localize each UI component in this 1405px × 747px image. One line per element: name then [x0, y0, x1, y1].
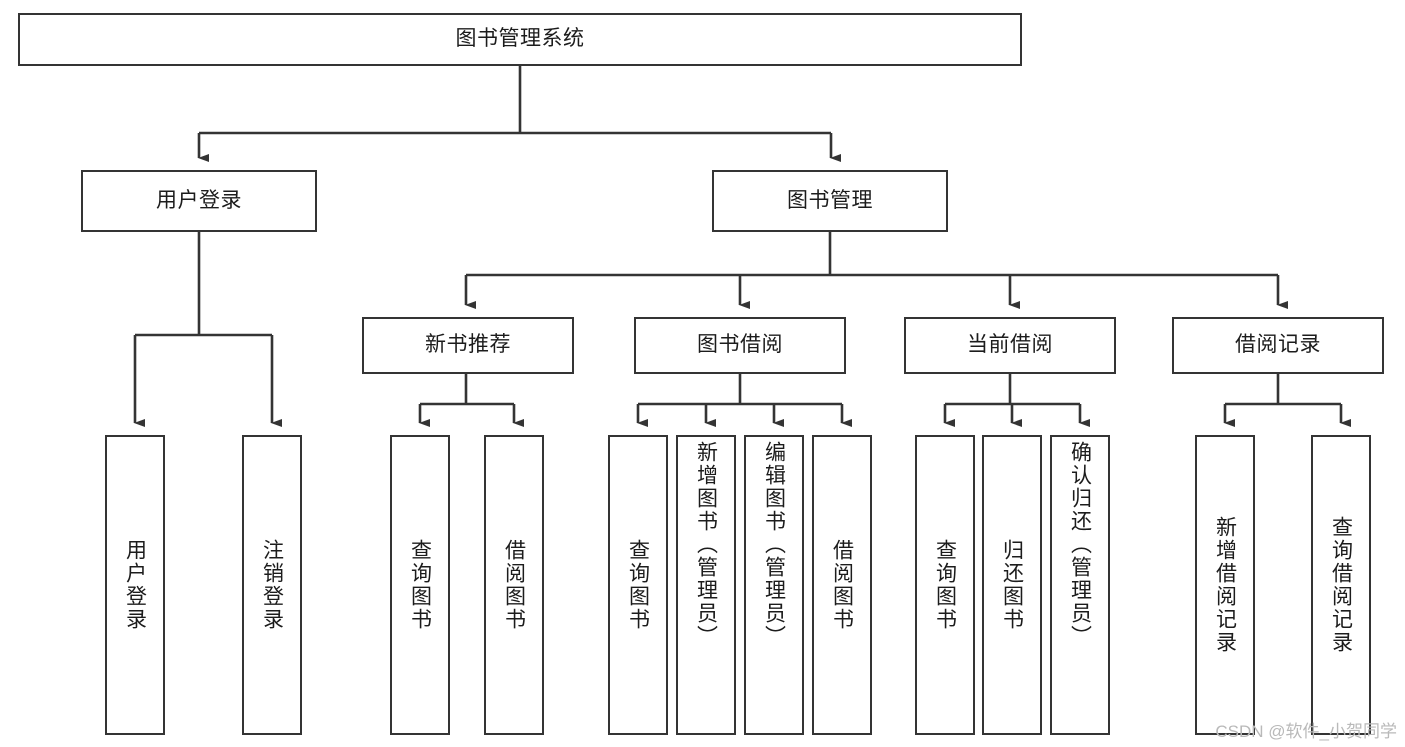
node-label: 借阅记录 — [1235, 333, 1321, 357]
node-label: 编辑图书（管理员） — [762, 441, 786, 648]
leaf-borrow-book-2[interactable]: 借阅图书 — [812, 435, 872, 735]
node-label: 查询图书 — [408, 539, 432, 631]
node-new-book-recommend[interactable]: 新书推荐 — [362, 317, 574, 374]
leaf-query-book-3[interactable]: 查询图书 — [915, 435, 975, 735]
node-label: 确认归还（管理员） — [1068, 441, 1092, 648]
node-label: 查询图书 — [933, 539, 957, 631]
node-borrow-record[interactable]: 借阅记录 — [1172, 317, 1384, 374]
node-label: 查询借阅记录 — [1329, 516, 1353, 654]
node-book-borrow[interactable]: 图书借阅 — [634, 317, 846, 374]
leaf-query-record[interactable]: 查询借阅记录 — [1311, 435, 1371, 735]
node-label: 归还图书 — [1000, 539, 1024, 631]
node-label: 图书借阅 — [697, 333, 783, 357]
node-label: 注销登录 — [260, 539, 284, 631]
leaf-edit-book[interactable]: 编辑图书（管理员） — [744, 435, 804, 735]
leaf-add-book[interactable]: 新增图书（管理员） — [676, 435, 736, 735]
node-label: 用户登录 — [123, 539, 147, 631]
leaf-query-book-1[interactable]: 查询图书 — [390, 435, 450, 735]
leaf-borrow-book-1[interactable]: 借阅图书 — [484, 435, 544, 735]
node-label: 图书管理 — [787, 188, 873, 212]
node-root-system[interactable]: 图书管理系统 — [18, 13, 1022, 66]
leaf-confirm-return[interactable]: 确认归还（管理员） — [1050, 435, 1110, 735]
leaf-user-login[interactable]: 用户登录 — [105, 435, 165, 735]
node-label: 新增图书（管理员） — [694, 441, 718, 648]
node-label: 图书管理系统 — [455, 27, 585, 51]
leaf-add-record[interactable]: 新增借阅记录 — [1195, 435, 1255, 735]
node-current-borrow[interactable]: 当前借阅 — [904, 317, 1116, 374]
node-label: 新增借阅记录 — [1213, 516, 1237, 654]
node-book-management[interactable]: 图书管理 — [712, 170, 948, 232]
node-label: 新书推荐 — [425, 333, 511, 357]
leaf-return-book[interactable]: 归还图书 — [982, 435, 1042, 735]
leaf-logout-login[interactable]: 注销登录 — [242, 435, 302, 735]
node-label: 用户登录 — [156, 188, 242, 212]
node-label: 借阅图书 — [830, 539, 854, 631]
node-label: 借阅图书 — [502, 539, 526, 631]
node-user-login[interactable]: 用户登录 — [81, 170, 317, 232]
leaf-query-book-2[interactable]: 查询图书 — [608, 435, 668, 735]
node-label: 查询图书 — [626, 539, 650, 631]
node-label: 当前借阅 — [967, 333, 1053, 357]
